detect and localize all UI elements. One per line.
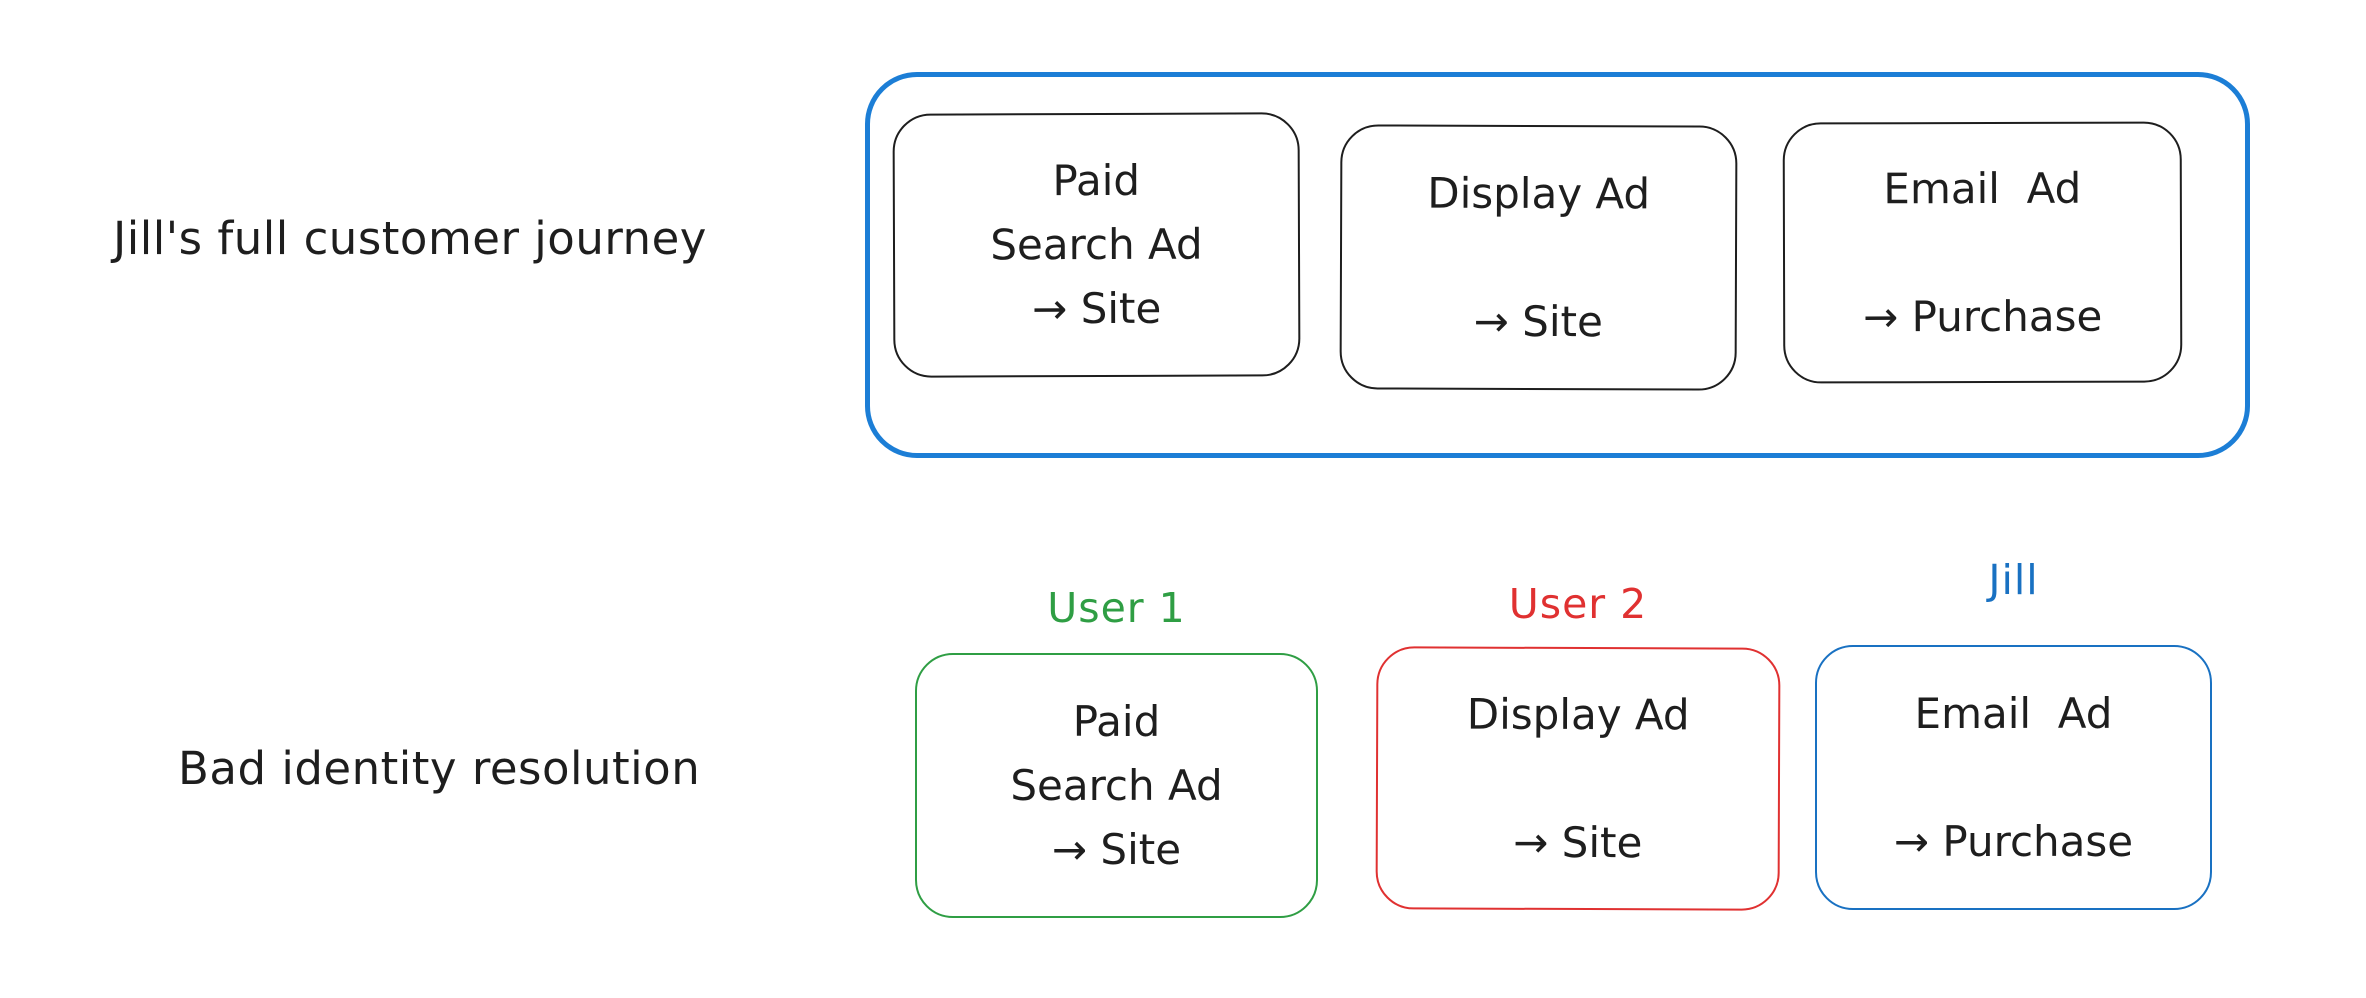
identity-box-user2: Display Ad → Site <box>1375 646 1781 911</box>
journey-section-label: Jill's full customer journey <box>113 212 707 265</box>
identity-box-jill: Email Ad → Purchase <box>1815 645 2212 910</box>
journey-step-paid-search: Paid Search Ad → Site <box>892 112 1301 378</box>
identity-box-user1: Paid Search Ad → Site <box>915 653 1318 918</box>
resolution-section-label: Bad identity resolution <box>178 742 701 795</box>
journey-step-email-ad: Email Ad → Purchase <box>1782 121 2183 384</box>
identity-label-user2: User 2 <box>1508 580 1648 628</box>
identity-label-user1: User 1 <box>1047 584 1186 632</box>
journey-container: Paid Search Ad → Site Display Ad → Site … <box>865 72 2250 458</box>
journey-step-display-ad: Display Ad → Site <box>1339 124 1738 391</box>
identity-label-jill: Jill <box>1988 556 2039 604</box>
